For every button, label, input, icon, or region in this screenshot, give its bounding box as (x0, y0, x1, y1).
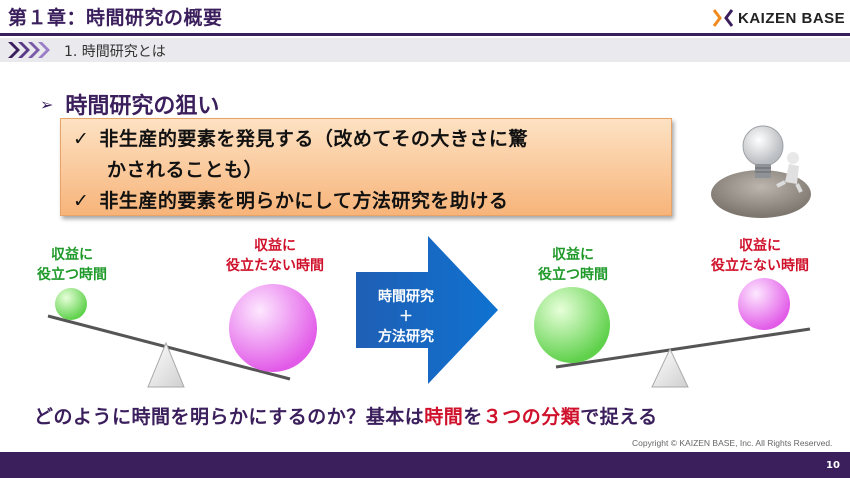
bottom-statement: どのように時間を明らかにするのか？基本は時間を３つの分類で捉える (34, 406, 658, 428)
aim-item-1: ✓非生産的要素を発見する（改めてその大きさに驚 (73, 128, 528, 150)
aim-item-1-cont: かされることも） (107, 159, 264, 181)
header-divider (0, 33, 850, 36)
arrow-bullet-icon: ➢ (40, 95, 54, 114)
aim-item-2: ✓非生産的要素を明らかにして方法研究を助ける (73, 190, 509, 212)
left-useful-label: 収益に 役立つ時間 (37, 247, 107, 283)
page-number: 10 (826, 460, 840, 471)
footer-bar (0, 452, 850, 478)
logo-text: KAIZEN BASE (738, 9, 846, 27)
section-title: 1. 時間研究とは (64, 44, 166, 60)
chevron-right-icon (8, 42, 50, 58)
right-useful-label: 収益に 役立つ時間 (538, 247, 608, 283)
aim-heading: ➢ 時間研究の狙い (40, 88, 219, 120)
lightbulb-figure-illustration (711, 125, 811, 218)
arrow-label: 時間研究 ＋ 方法研究 (378, 289, 434, 345)
copyright: Copyright © KAIZEN BASE, Inc. All Rights… (632, 438, 833, 448)
aim-heading-text: 時間研究の狙い (65, 94, 220, 119)
arrow-right-icon (356, 236, 498, 384)
left-useless-label: 収益に 役立たない時間 (226, 238, 324, 274)
aim-box: ✓非生産的要素を発見する（改めてその大きさに驚 かされることも） ✓非生産的要素… (60, 118, 672, 216)
section-bar (0, 38, 850, 62)
right-seesaw (534, 278, 811, 388)
check-icon: ✓ (73, 128, 90, 150)
check-icon: ✓ (73, 190, 90, 212)
left-seesaw (47, 284, 317, 388)
chapter-title: 第１章：時間研究の概要 (8, 7, 223, 29)
right-useless-label: 収益に 役立たない時間 (711, 238, 809, 274)
logo: KAIZEN BASE (712, 8, 845, 28)
kaizen-logo-icon (712, 9, 734, 27)
